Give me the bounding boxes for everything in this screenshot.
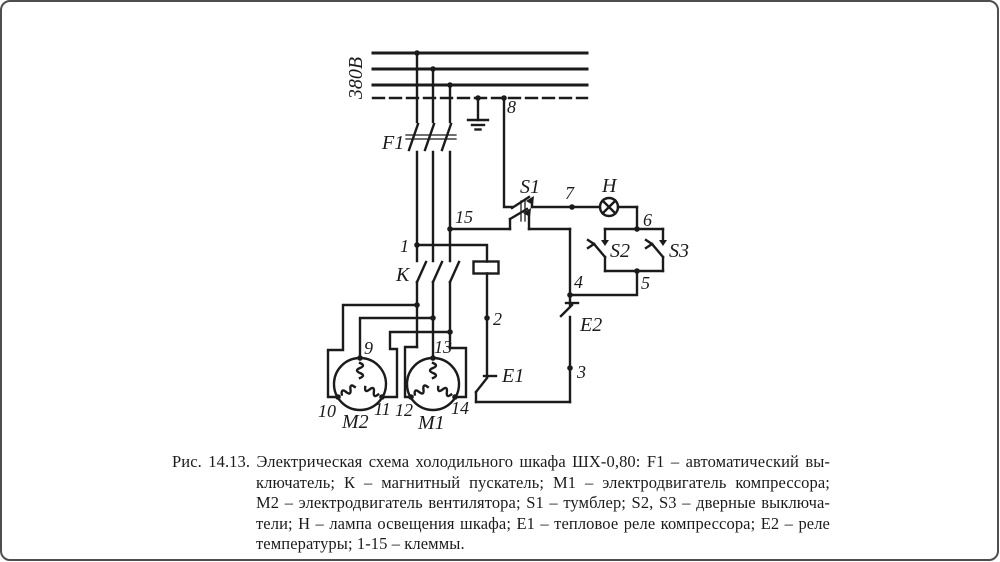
caption-line: ключатель; К – магнитный пускатель; М1 –… bbox=[256, 472, 830, 492]
terminal-3-label: 3 bbox=[576, 362, 586, 382]
terminal-10-label: 10 bbox=[318, 401, 336, 421]
door-switch-s3 bbox=[644, 227, 667, 273]
temperature-relay-e2 bbox=[559, 293, 580, 404]
toggle-switch-s1-label: S1 bbox=[520, 176, 540, 198]
breaker-f1-label: F1 bbox=[381, 132, 404, 154]
terminal-15-label: 15 bbox=[455, 207, 473, 227]
toggle-switch-s1 bbox=[502, 96, 602, 231]
caption-line: тели; Н – лампа освещения шкафа; Е1 – те… bbox=[256, 513, 830, 533]
temperature-relay-e2-label: Е2 bbox=[579, 314, 602, 336]
motor-m1-label: М1 bbox=[417, 412, 445, 434]
phase-drop-wires bbox=[415, 51, 452, 124]
motor-feed-wires bbox=[326, 303, 468, 399]
motor-m2-label: М2 bbox=[341, 411, 369, 433]
terminal-7-label: 7 bbox=[565, 183, 575, 203]
contactor-coil-k bbox=[415, 243, 500, 379]
wire-node5-to-node4 bbox=[568, 269, 639, 297]
door-switch-s2-label: S2 bbox=[610, 240, 630, 262]
circuit-diagram: 380В F1 15 1 2 Е1 bbox=[318, 50, 689, 434]
contactor-k-label: К bbox=[395, 264, 411, 286]
terminal-14-label: 14 bbox=[451, 398, 469, 418]
terminal-2-label: 2 bbox=[493, 309, 502, 329]
caption-line: температуры; 1-15 – клеммы. bbox=[256, 534, 465, 554]
thermal-relay-e1 bbox=[474, 374, 498, 404]
terminal-1-label: 1 bbox=[400, 236, 409, 256]
lamp-h-label: Н bbox=[601, 175, 618, 197]
terminal-9-label: 9 bbox=[364, 338, 373, 358]
caption-line: М2 – электродвигатель вентилятора; S1 – … bbox=[256, 493, 830, 513]
ground-symbol bbox=[466, 96, 490, 131]
terminal-6-label: 6 bbox=[643, 210, 652, 230]
terminal-13-label: 13 bbox=[434, 337, 452, 357]
door-switch-s3-label: S3 bbox=[669, 240, 689, 262]
door-switch-s2 bbox=[586, 227, 609, 273]
figure-caption: Рис. 14.13. Электрическая схема холодиль… bbox=[172, 452, 830, 555]
thermal-relay-e1-label: Е1 bbox=[501, 365, 524, 387]
caption-line: Рис. 14.13. Электрическая схема холодиль… bbox=[172, 452, 830, 471]
breaker-f1 bbox=[405, 122, 457, 152]
door-switch-block bbox=[586, 227, 667, 273]
terminal-8-label: 8 bbox=[507, 97, 516, 117]
bus-voltage-label: 380В bbox=[345, 57, 367, 100]
junction-dots bbox=[335, 50, 640, 400]
terminal-11-label: 11 bbox=[374, 399, 391, 419]
terminal-12-label: 12 bbox=[395, 400, 413, 420]
terminal-4-label: 4 bbox=[574, 272, 583, 292]
power-bus-lines bbox=[371, 51, 589, 100]
terminal-5-label: 5 bbox=[641, 273, 650, 293]
lamp-h bbox=[598, 196, 639, 231]
